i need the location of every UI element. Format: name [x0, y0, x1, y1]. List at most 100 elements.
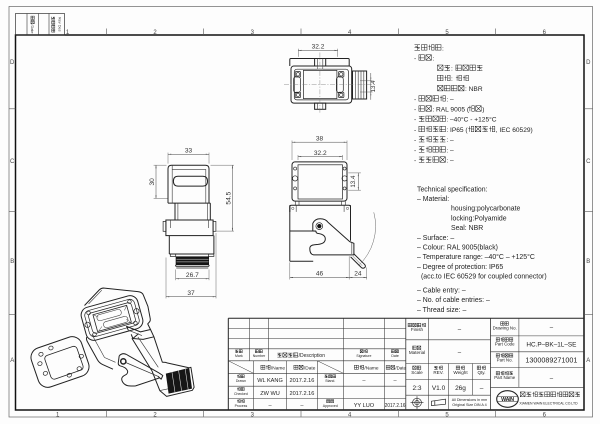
svg-text:Part No.: Part No. [497, 357, 513, 362]
svg-text:-: - [414, 147, 416, 154]
svg-text:–: – [268, 403, 272, 409]
svg-text:54.5: 54.5 [226, 191, 233, 204]
svg-text:WL KANG: WL KANG [257, 378, 283, 384]
svg-text:Weight: Weight [453, 370, 468, 375]
svg-text:/Date: /Date [304, 365, 316, 371]
svg-text:C: C [586, 159, 591, 165]
svg-text::: : [432, 56, 434, 63]
svg-text:/Description: /Description [299, 353, 326, 359]
svg-text:REV.: REV. [433, 370, 443, 375]
svg-text:2017.2.16: 2017.2.16 [385, 403, 406, 409]
svg-text:Scale: Scale [411, 370, 423, 375]
svg-text:Seal: NBR: Seal: NBR [451, 225, 483, 232]
svg-text:Number: Number [253, 354, 266, 358]
svg-text:Drawing No.: Drawing No. [493, 325, 517, 330]
svg-text:-: - [414, 96, 416, 103]
svg-text:/Name: /Name [364, 365, 378, 371]
svg-text:Checked: Checked [234, 392, 248, 396]
svg-text:– No. of cable entries: –: – No. of cable entries: – [417, 297, 490, 304]
svg-text:: –: : – [446, 147, 454, 154]
svg-text:–: – [458, 350, 462, 356]
svg-text:– Thread size: –: – Thread size: – [417, 307, 466, 314]
svg-text:C: C [10, 159, 15, 165]
svg-text:: RAL 9005 (: : RAL 9005 ( [432, 107, 470, 114]
svg-text:ZW WU: ZW WU [260, 391, 280, 397]
svg-text:V1.0: V1.0 [432, 385, 446, 392]
svg-text:26g: 26g [455, 385, 466, 392]
svg-text::: : [451, 66, 453, 73]
svg-text:Part Code: Part Code [495, 341, 515, 346]
svg-text:2017.2.16: 2017.2.16 [289, 378, 314, 384]
svg-text:HC.P–BK–1L–SE: HC.P–BK–1L–SE [526, 341, 576, 348]
svg-text:-: - [414, 117, 416, 124]
svg-text:46: 46 [316, 271, 324, 278]
svg-text:– Degree of protection: IP: – Degree of protection: IP65 [417, 264, 503, 271]
svg-text:–: – [480, 385, 484, 392]
svg-text:: –: : – [446, 158, 454, 165]
svg-text:5: 5 [445, 413, 449, 419]
svg-text:A: A [10, 358, 14, 364]
svg-text:Stand.: Stand. [325, 379, 335, 383]
svg-text:/Date: /Date [30, 24, 34, 33]
svg-text:Date: Date [391, 354, 398, 358]
svg-text:3: 3 [251, 413, 255, 419]
svg-text:-: - [414, 56, 416, 63]
svg-text:26.7: 26.7 [186, 272, 199, 279]
svg-text:32.2: 32.2 [312, 44, 325, 51]
svg-text:Mark: Mark [235, 354, 243, 358]
svg-text:1: 1 [56, 413, 60, 419]
svg-text:13.4: 13.4 [350, 175, 357, 188]
svg-text:housing:polycarbonate: housing:polycarbonate [451, 206, 521, 213]
svg-text:33: 33 [185, 148, 193, 155]
svg-text:Approved: Approved [323, 404, 338, 408]
svg-text:, IEC 60529): , IEC 60529) [496, 127, 533, 134]
svg-text:Original Size DIN A 4: Original Size DIN A 4 [452, 403, 486, 407]
svg-text:): ) [482, 107, 484, 114]
svg-text:–: – [394, 378, 398, 384]
svg-text::: : [451, 76, 453, 83]
svg-text:D: D [586, 60, 591, 66]
svg-text:-: - [414, 127, 416, 134]
svg-text:: NBR: : NBR [465, 86, 483, 93]
svg-text:– Surface: –: – Surface: – [417, 235, 454, 242]
svg-text:– Material:: – Material: [417, 196, 449, 203]
svg-text:6: 6 [543, 413, 547, 419]
svg-text:5: 5 [445, 30, 449, 36]
svg-text:Technical specification:: Technical specification: [417, 186, 488, 193]
svg-text:YY LUO: YY LUO [354, 403, 375, 409]
svg-text:Part Name: Part Name [494, 375, 516, 380]
svg-text:– Cable entry: –: – Cable entry: – [417, 288, 466, 295]
svg-text:Rev Des: Rev Des [57, 17, 61, 32]
svg-text:Material: Material [409, 350, 425, 355]
svg-text:B: B [586, 259, 590, 265]
svg-text:D: D [10, 60, 15, 66]
svg-text:Process: Process [235, 404, 248, 408]
svg-text::: : [442, 45, 444, 52]
svg-text:13.4: 13.4 [370, 80, 377, 93]
svg-text:Qty.: Qty. [477, 370, 485, 375]
svg-text:A: A [586, 358, 590, 364]
svg-text:32.2: 32.2 [314, 150, 327, 157]
svg-text:–: – [550, 325, 554, 331]
svg-text:Drawn: Drawn [236, 379, 246, 383]
svg-text:2017.2.16: 2017.2.16 [289, 391, 314, 397]
svg-text:XIAMEN WAIN ELECTRICAL CO.LTD: XIAMEN WAIN ELECTRICAL CO.LTD [519, 401, 578, 405]
svg-text:: –: : – [446, 96, 454, 103]
svg-text:2: 2 [153, 413, 157, 419]
svg-text:1300089271001: 1300089271001 [525, 356, 577, 365]
svg-text:37: 37 [187, 290, 195, 297]
svg-text:Signature: Signature [356, 354, 371, 358]
svg-text:/Date: /Date [395, 365, 406, 370]
svg-text:1: 1 [66, 30, 70, 36]
svg-text:: –40°C - +125°C: : –40°C - +125°C [446, 116, 496, 124]
svg-text:–: – [300, 403, 304, 409]
svg-text:30: 30 [149, 178, 156, 186]
svg-text:/Name: /Name [271, 365, 285, 371]
svg-text:: IP65 (: : IP65 ( [446, 127, 468, 134]
svg-text:B: B [10, 259, 14, 265]
svg-text:2: 2 [153, 30, 157, 36]
svg-text:–: – [458, 327, 462, 333]
svg-text:4: 4 [348, 30, 352, 36]
svg-text:–: – [362, 378, 366, 384]
svg-text:–: – [550, 376, 554, 382]
